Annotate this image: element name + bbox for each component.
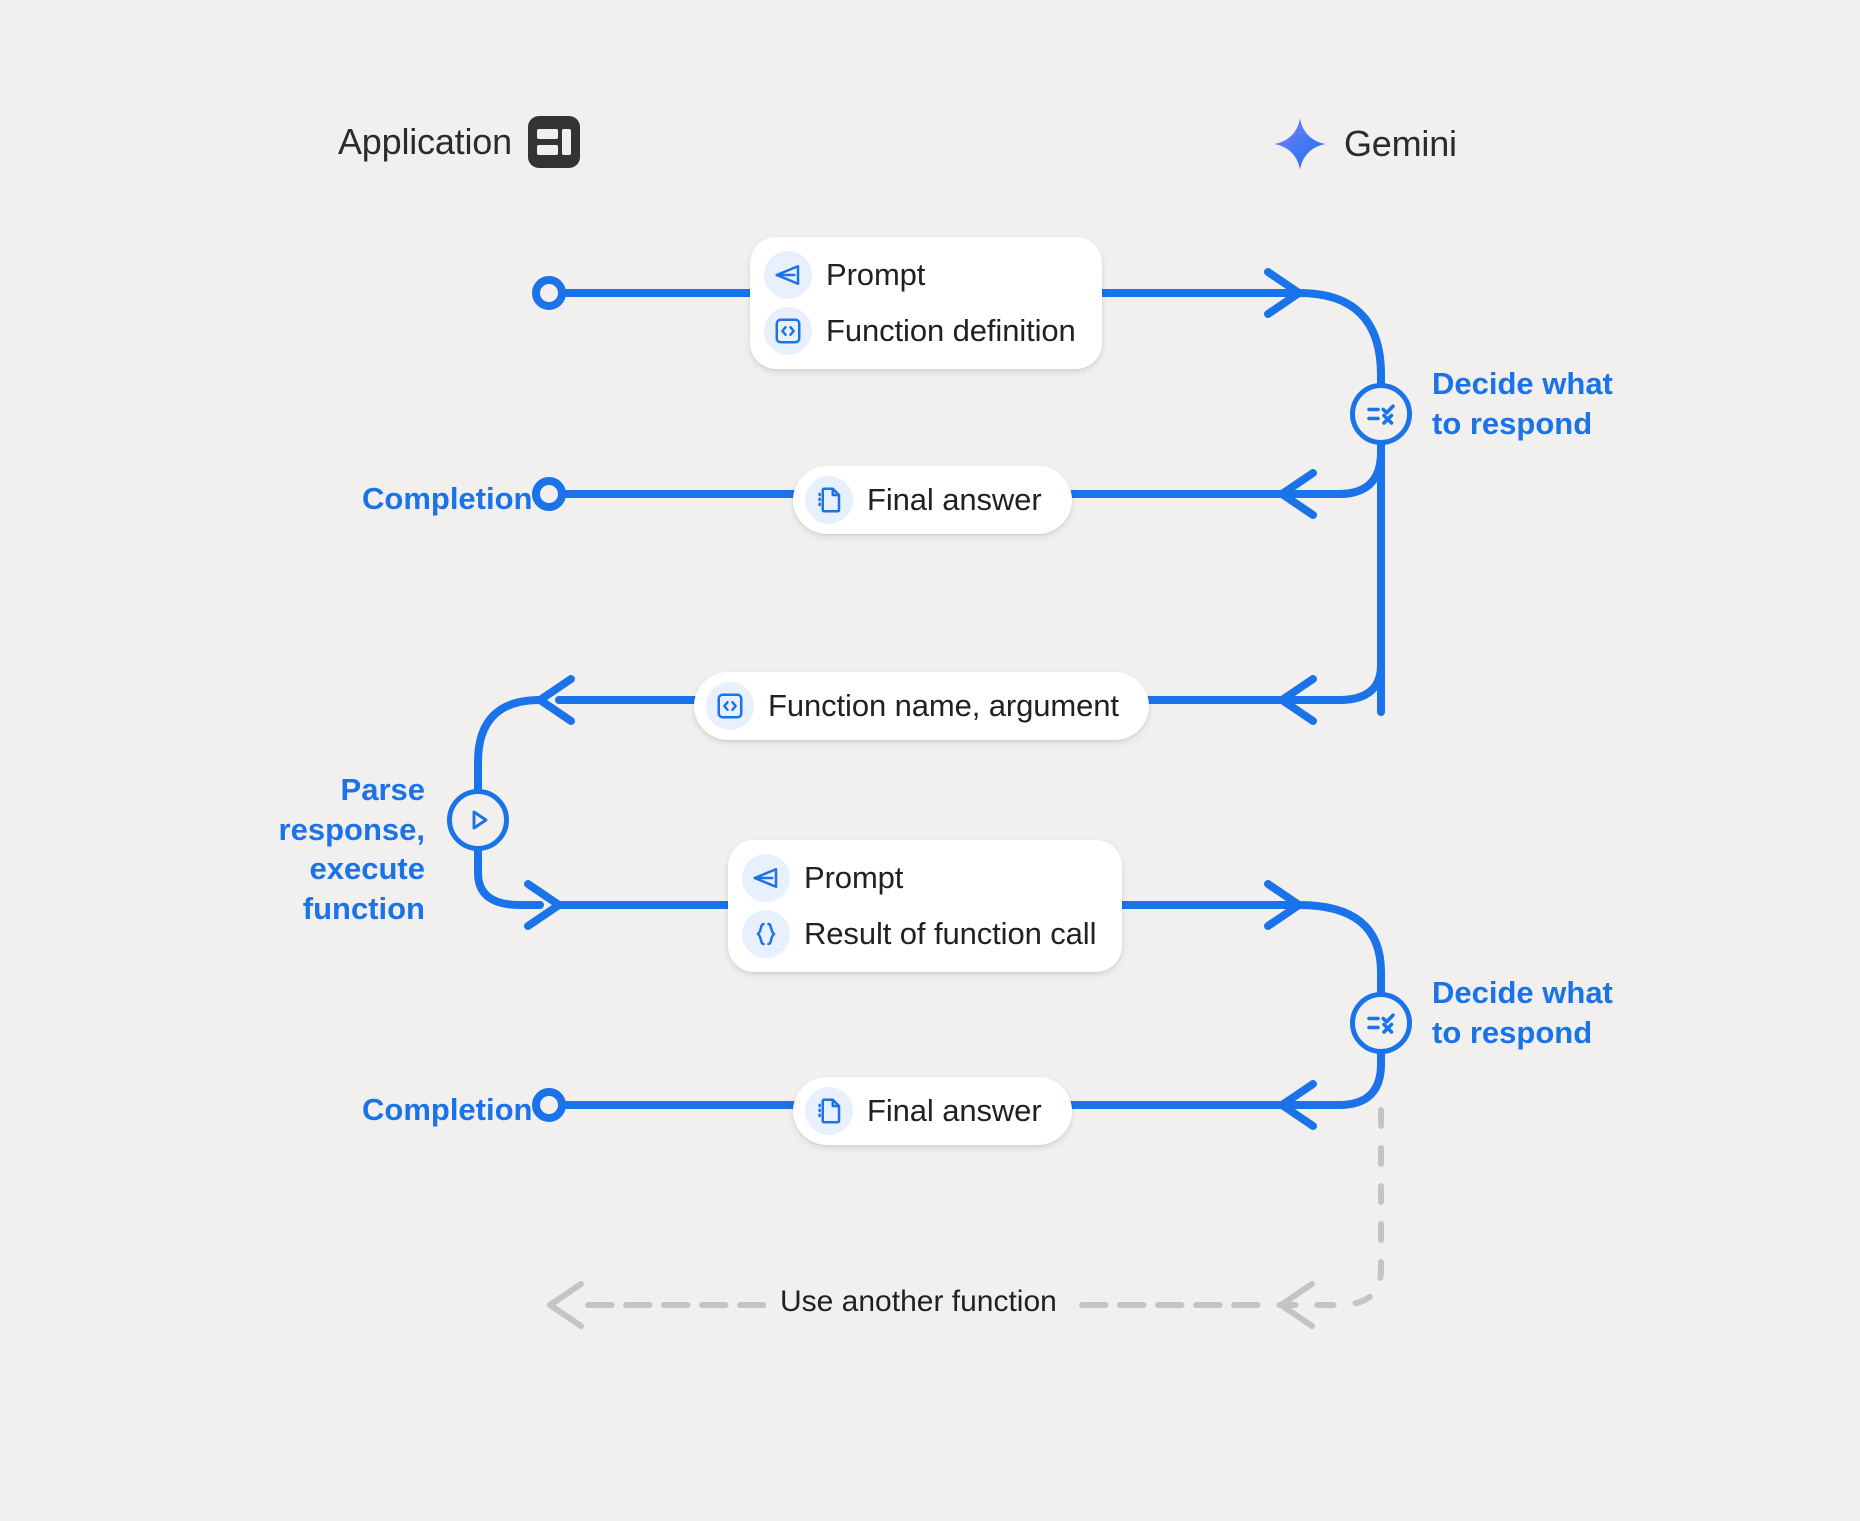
message-label: Function name, argument [768,688,1119,723]
send-triangle-icon [764,251,812,299]
message-row: Final answer [805,476,1042,524]
arrowhead-to-gemini-2 [524,880,563,930]
code-brackets-square-icon [764,307,812,355]
decide-node-1[interactable] [1350,383,1412,445]
message-row: Prompt [764,251,1076,299]
message-row: Prompt [742,854,1096,902]
flow-function-name-argument [555,606,1385,704]
checklist-decision-icon [1367,1013,1395,1034]
node-completion-2-circle [532,1088,566,1122]
decide-label-1: Decide what to respond [1432,366,1613,441]
message-label: Prompt [804,860,904,895]
flow-function-name-argument-left [474,696,544,793]
send-triangle-icon [742,854,790,902]
document-icon [805,1087,853,1135]
message-label: Final answer [867,1093,1042,1128]
arrowhead-to-app-1 [1278,469,1317,519]
parse-execute-label: Parse response, execute function [278,772,425,927]
message-row: Final answer [805,1087,1042,1135]
arrowhead-to-app-3 [536,675,575,725]
message-label: Prompt [826,257,926,292]
message-prompt-result-of-function-call[interactable]: Prompt Result of function call [728,840,1123,972]
node-completion-1-circle [532,477,566,511]
arrowhead-loop-back-gemini [1278,1281,1315,1329]
node-start-circle [532,276,566,310]
message-function-name-argument[interactable]: Function name, argument [694,672,1149,740]
app-layout-icon [527,116,580,168]
curly-braces-icon [742,910,790,958]
arrowhead-to-gemini-3 [1264,880,1303,930]
message-row: Function definition [764,307,1076,355]
flow-prompt-to-gemini [545,289,1385,387]
code-brackets-square-icon [706,682,754,730]
flow-loop-back-dashed [577,1107,1384,1308]
completion-label-1: Completion [362,481,533,516]
checklist-decision-icon [1367,404,1395,425]
message-label: Result of function call [804,916,1097,951]
flow-decide2-to-completion-2 [1278,1050,1385,1109]
message-row: Function name, argument [706,682,1119,730]
arrowhead-to-app-2 [1278,675,1317,725]
flow-execute-down [474,847,544,909]
message-label: Final answer [867,482,1042,517]
loop-back-label: Use another function [766,1285,1071,1319]
arrowhead-to-app-4 [1278,1080,1317,1130]
message-final-answer-1[interactable]: Final answer [793,466,1072,534]
gemini-spark-icon [1272,116,1328,172]
lane-header-application: Application [338,116,580,168]
message-prompt-function-definition[interactable]: Prompt Function definition [750,237,1102,369]
document-icon [805,476,853,524]
arrowhead-loop-back-app [547,1281,584,1329]
lane-title-gemini: Gemini [1344,123,1457,164]
flow-completion-1-elbow [1278,441,1385,498]
lane-header-gemini: Gemini [1272,116,1457,172]
flow-prompt-result-to-gemini [555,901,1385,996]
play-triangle-icon [472,810,488,830]
message-label: Function definition [826,313,1076,348]
completion-label-2: Completion [362,1092,533,1127]
arrowhead-to-gemini-1 [1264,268,1303,318]
message-final-answer-2[interactable]: Final answer [793,1077,1072,1145]
lane-title-application: Application [338,121,512,162]
decide-node-2[interactable] [1350,992,1412,1054]
execute-function-node[interactable] [447,789,509,851]
message-row: Result of function call [742,910,1096,958]
decide-label-2: Decide what to respond [1432,975,1613,1050]
